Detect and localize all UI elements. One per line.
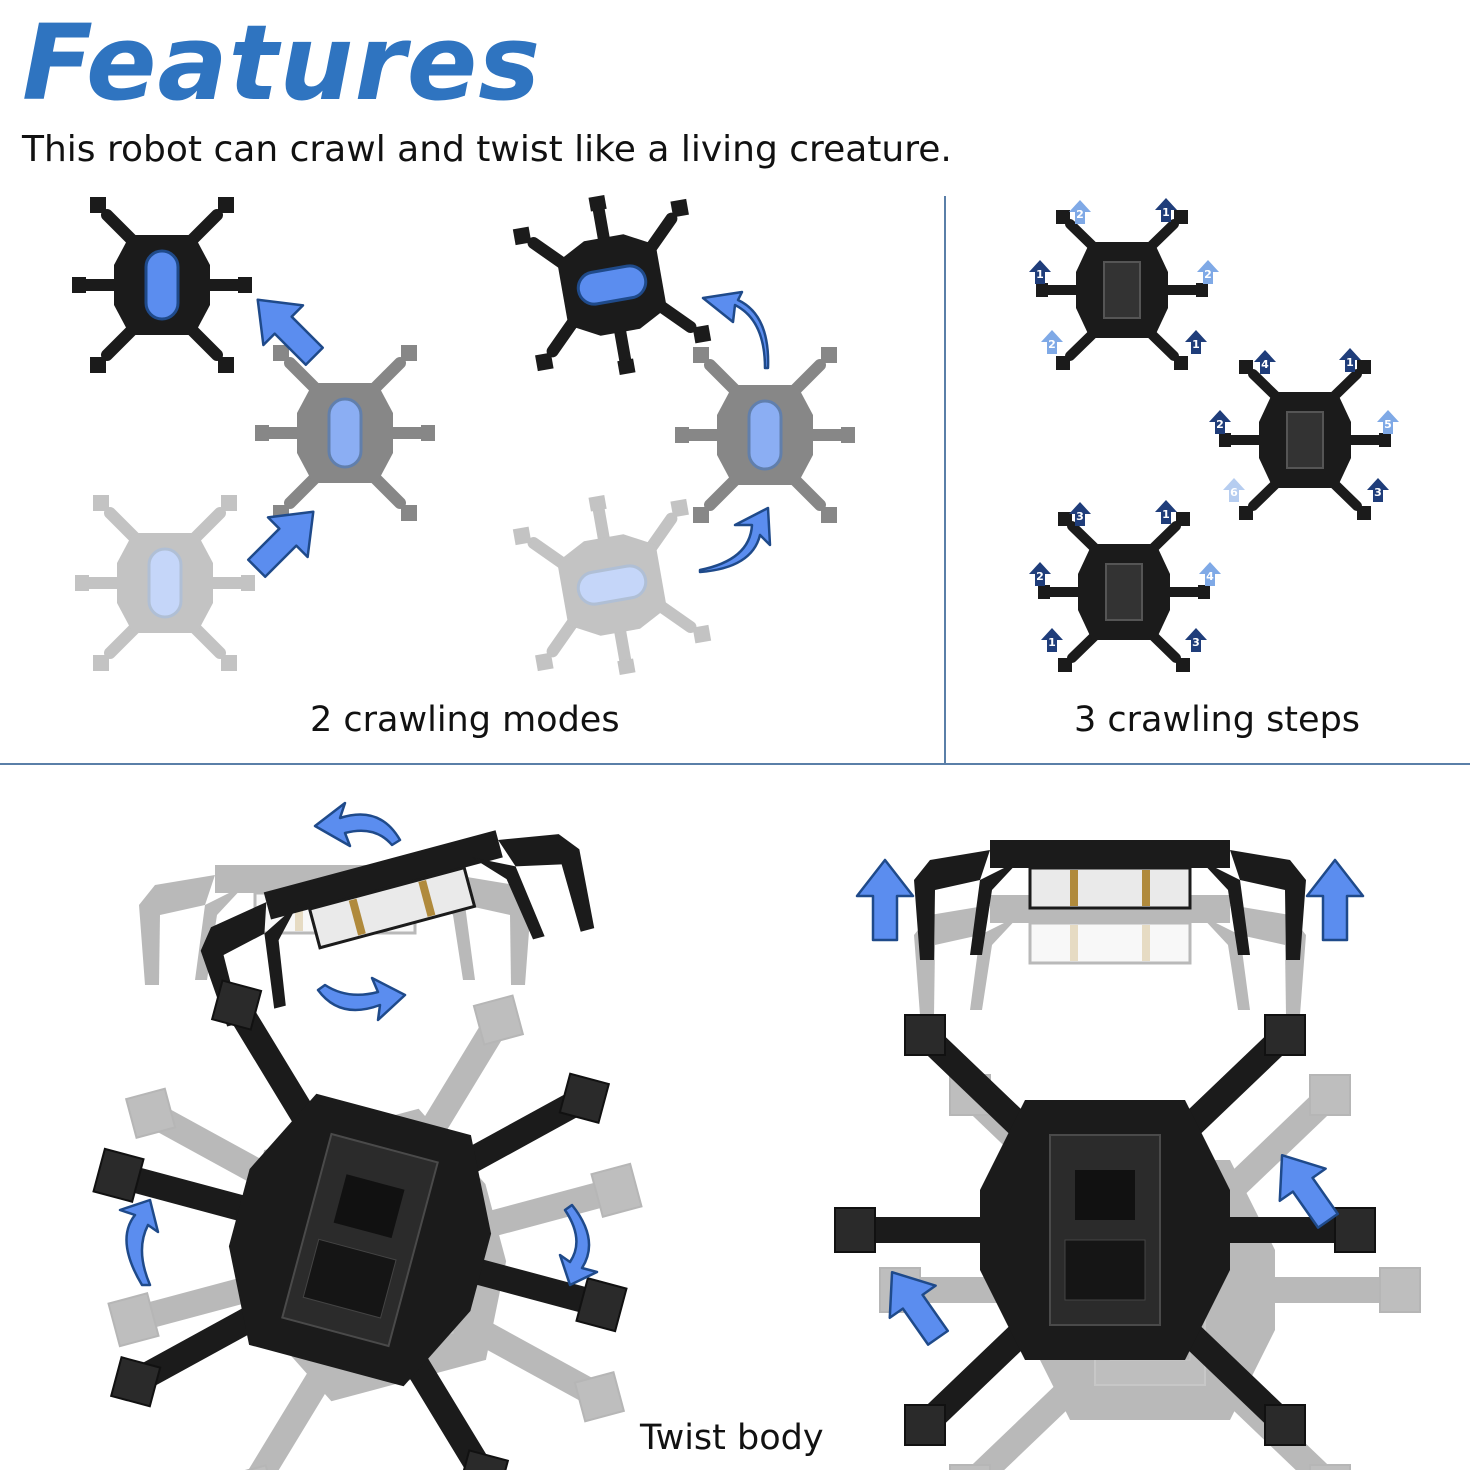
arrow-raise-right	[1305, 858, 1365, 942]
step-label: 2	[1076, 208, 1084, 221]
arrow-turn-upper	[701, 290, 770, 370]
step-label: 3	[1374, 486, 1382, 499]
arrow-turn-lower	[698, 506, 772, 574]
step-robot-b: 4 1 2 5 6 3	[1209, 348, 1399, 520]
hexapod-straight-mid	[255, 345, 435, 521]
hexapod-straight-faded	[75, 495, 255, 671]
step-label: 5	[1384, 418, 1392, 431]
arrow-twist-right	[558, 1203, 599, 1287]
step-label: 2	[1204, 268, 1212, 281]
step-label: 4	[1261, 358, 1269, 371]
twist-body-caption: Twist body	[640, 1418, 824, 1458]
page-subtitle: This robot can crawl and twist like a li…	[22, 129, 952, 170]
step-label: 3	[1076, 510, 1084, 523]
hexapod-straight-front	[72, 197, 252, 373]
step-label: 1	[1036, 268, 1044, 281]
arrow-tilt-top	[313, 801, 402, 848]
crawling-modes-caption: 2 crawling modes	[310, 700, 620, 740]
step-robot-a: 2 1 1 2 2 1	[1029, 198, 1219, 370]
step-label: 6	[1230, 486, 1238, 499]
step-label: 1	[1346, 356, 1354, 369]
step-label: 2	[1216, 418, 1224, 431]
step-label: 1	[1192, 338, 1200, 351]
step-label: 3	[1192, 636, 1200, 649]
step-label: 2	[1048, 338, 1056, 351]
step-label: 1	[1048, 636, 1056, 649]
step-label: 1	[1162, 206, 1170, 219]
arrow-raise-left	[855, 858, 915, 942]
horizontal-divider	[0, 763, 1470, 765]
arrow-tilt-bottom	[316, 976, 407, 1022]
hexapod-turn-front	[510, 181, 715, 389]
step-label: 4	[1206, 570, 1214, 583]
step-label: 2	[1036, 570, 1044, 583]
step-robot-c: 3 1 2 4 1 3	[1029, 500, 1221, 672]
step-label: 1	[1162, 508, 1170, 521]
hexapod-turn-mid	[675, 347, 855, 523]
hexapod-turn-faded	[510, 481, 715, 689]
crawling-steps-caption: 3 crawling steps	[1074, 700, 1361, 740]
arrow-twist-left	[118, 1198, 160, 1287]
vertical-divider	[944, 196, 946, 764]
page-title: Features	[22, 2, 542, 124]
